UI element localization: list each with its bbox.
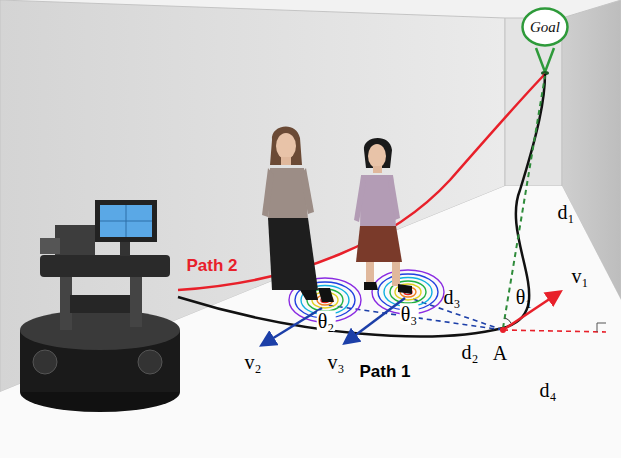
angle-label: θ₁ — [515, 287, 534, 308]
goal-pin — [536, 48, 554, 72]
angle-arc — [505, 318, 511, 323]
angle-label: θ₃ — [400, 304, 419, 325]
pedestrian-figure — [354, 138, 412, 294]
point-a — [500, 327, 506, 333]
goal-bubble: Goal — [521, 7, 569, 47]
distance-label: d₁ — [557, 202, 576, 223]
velocity-label: v₂ — [244, 352, 263, 373]
distance-line — [503, 76, 545, 328]
path-label: Path 1 — [358, 363, 411, 381]
path-label: Path 2 — [185, 257, 238, 275]
angle-label: θ₂ — [317, 311, 336, 332]
path-2-line — [178, 74, 545, 290]
bubble-shape — [523, 9, 568, 46]
robot-figure — [20, 200, 180, 412]
pedestrian-figure — [262, 126, 334, 302]
velocity-label: v₁ — [571, 266, 590, 287]
right-angle-mark — [597, 323, 606, 332]
distance-label: d₂ — [461, 342, 480, 363]
velocity-arrow — [345, 298, 405, 343]
distance-label: d₃ — [443, 287, 462, 308]
goal-text: Goal — [530, 19, 560, 36]
floor — [0, 186, 621, 458]
distance-line — [503, 330, 606, 332]
distance-label: d₄ — [539, 380, 558, 401]
point-label: A — [492, 343, 508, 364]
path-1-line — [178, 74, 545, 336]
velocity-arrow — [262, 308, 322, 345]
velocity-label: v₃ — [327, 352, 346, 373]
